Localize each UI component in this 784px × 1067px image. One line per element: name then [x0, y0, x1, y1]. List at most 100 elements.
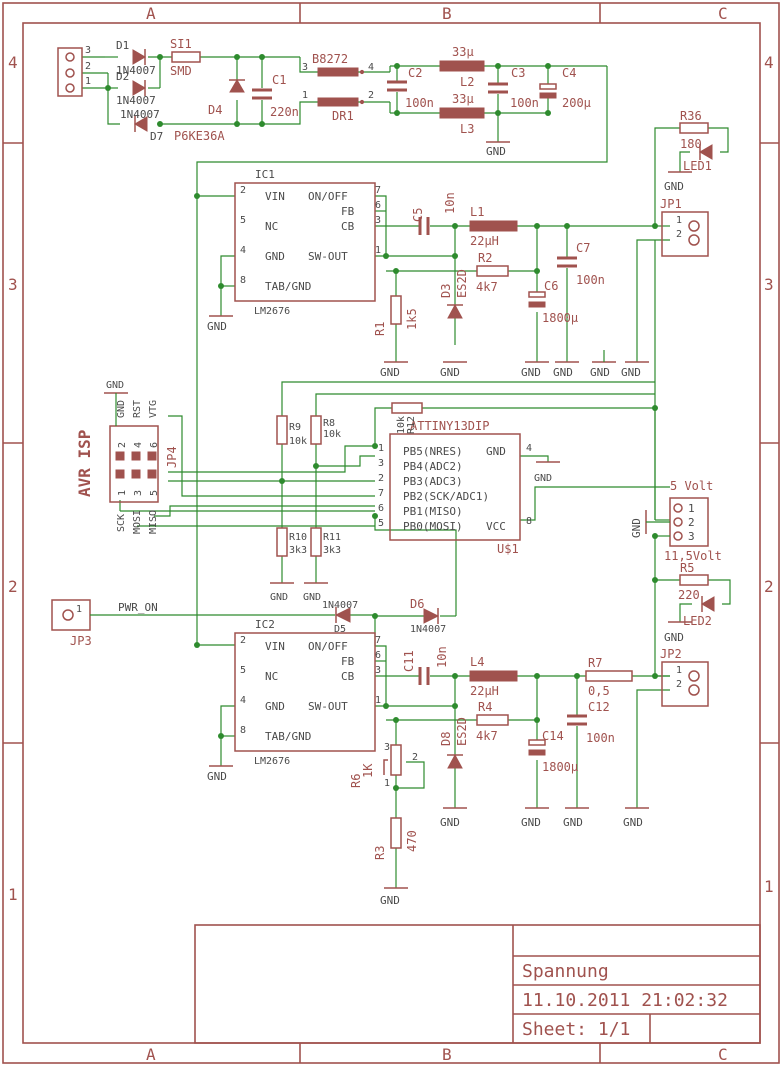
mcu-pin-num-7: 7: [378, 488, 384, 499]
ic1-pin-cb-name: CB: [341, 220, 355, 233]
isp-ref: JP4: [165, 446, 179, 468]
gnd-label-c7: GND: [553, 366, 573, 379]
isp-pin-4: 4: [133, 442, 144, 448]
r8-value: 10k: [323, 429, 341, 440]
c11-value: 10n: [435, 646, 449, 668]
gnd-label-jp1: GND: [621, 366, 641, 379]
ic1-pin-8: 8: [240, 275, 246, 286]
resistor-r2: [476, 265, 509, 277]
led1-name: LED1: [683, 159, 712, 173]
gnd-label-c6: GND: [521, 366, 541, 379]
c3-value: 100n: [510, 96, 539, 110]
l4-name: L4: [470, 655, 484, 669]
row-label-4-right: 4: [764, 53, 774, 72]
c4-value: 200µ: [562, 96, 591, 110]
ic2-pin-gnd-name: GND: [265, 700, 285, 713]
gnd-label-led2: GND: [664, 631, 684, 644]
ic1-pin-onoff-name: ON/OFF: [308, 190, 348, 203]
choke-pin-2: 2: [368, 90, 374, 101]
jp2-pin-1: 1: [676, 665, 682, 676]
d4-value: P6KE36A: [174, 129, 225, 143]
ic2-pin-2: 2: [240, 635, 246, 646]
mcu-pin-num-3: 3: [378, 458, 384, 469]
c4-name: C4: [562, 66, 576, 80]
isp-signal-sck: SCK: [116, 514, 127, 532]
resistor-r11: [310, 527, 322, 557]
resistor-r12: [391, 402, 423, 414]
regulator2-wires: [197, 644, 670, 888]
input-pin-label-1: 1: [85, 76, 91, 87]
d4-name: D4: [208, 103, 222, 117]
ic2-pin-3: 3: [375, 665, 381, 676]
jp1-name: JP1: [660, 197, 682, 211]
capacitor-c5: [418, 217, 430, 235]
mcu-pin-num-5: 5: [378, 518, 384, 529]
capacitor-c2: [387, 80, 407, 92]
r7-name: R7: [588, 656, 602, 670]
regulator1-wires: [197, 127, 729, 362]
r6-pin-3: 3: [384, 742, 390, 753]
ic2-pin-1: 1: [375, 695, 381, 706]
ic2-pin-5: 5: [240, 665, 246, 676]
resistor-r36: [679, 122, 709, 134]
ic2-pin-vin-name: VIN: [265, 640, 285, 653]
r36-name: R36: [680, 109, 702, 123]
d3-name: D3: [439, 284, 453, 298]
resistor-r8: [310, 415, 322, 445]
isp-pin-3: 3: [133, 490, 144, 496]
output-pin-3: 3: [688, 530, 695, 543]
isp-pin-6: 6: [149, 442, 160, 448]
ic2-pin-swout-name: SW-OUT: [308, 700, 348, 713]
date-text: 11.10.2011 21:02:32: [522, 990, 728, 1011]
row-label-1-left: 1: [8, 885, 18, 904]
r6-name: R6: [349, 774, 363, 788]
isp-label: AVR ISP: [75, 430, 94, 497]
ic1-pin-1: 1: [375, 245, 381, 256]
jp1-connector: [661, 211, 709, 257]
isp-pins: [115, 451, 157, 479]
row-label-4-left: 4: [8, 53, 18, 72]
ic1-pin-vin-name: VIN: [265, 190, 285, 203]
c2-name: C2: [408, 66, 422, 80]
ic1-pin-6: 6: [375, 200, 381, 211]
diode-d7-symbol: [134, 116, 148, 132]
input-pin-label-2: 2: [85, 61, 91, 72]
col-label-c-bottom: C: [718, 1045, 728, 1064]
sheet-text: Sheet: 1/1: [522, 1019, 630, 1040]
jp2-name: JP2: [660, 647, 682, 661]
r2-name: R2: [478, 251, 492, 265]
l3-value: 33µ: [452, 92, 474, 106]
diode-d6: [423, 608, 440, 624]
ic1-pin-4: 4: [240, 245, 246, 256]
gnd-label-c14: GND: [521, 816, 541, 829]
mcu-pin-num-4: 4: [526, 443, 532, 454]
gnd-label-isp: GND: [106, 380, 124, 391]
ic1-part: LM2676: [254, 306, 290, 317]
row-label-1-right: 1: [764, 877, 774, 896]
jp3-connector: [51, 599, 91, 631]
r11-name: R11: [323, 532, 341, 543]
gnd-label-r3: GND: [380, 894, 400, 907]
ic1-pin-7: 7: [375, 185, 381, 196]
choke-pin-1: 1: [302, 90, 308, 101]
c6-value: 1800µ: [542, 311, 578, 325]
title-block: [194, 924, 761, 1044]
r2-value: 4k7: [476, 280, 498, 294]
d2-value: 1N4007: [116, 94, 156, 107]
led1-symbol: [699, 144, 713, 160]
ic1-pin-fb-name: FB: [341, 205, 355, 218]
r10-name: R10: [289, 532, 307, 543]
inductor-l2: [439, 60, 485, 72]
d8-name: D8: [439, 732, 453, 746]
mcu-pin-pb0: PB0(MOSI): [403, 520, 463, 533]
resistor-r4: [476, 714, 509, 726]
gnd-label-d3: GND: [440, 366, 460, 379]
led2-name: LED2: [683, 614, 712, 628]
gnd-label-jp2: GND: [623, 816, 643, 829]
inductor-l1: [469, 220, 518, 232]
isp-signal-rst: RST: [132, 400, 143, 418]
l2-name: L2: [460, 75, 474, 89]
gnd-label-d8: GND: [440, 816, 460, 829]
r3-value: 470: [405, 830, 419, 852]
input-pin-2: [65, 68, 75, 78]
